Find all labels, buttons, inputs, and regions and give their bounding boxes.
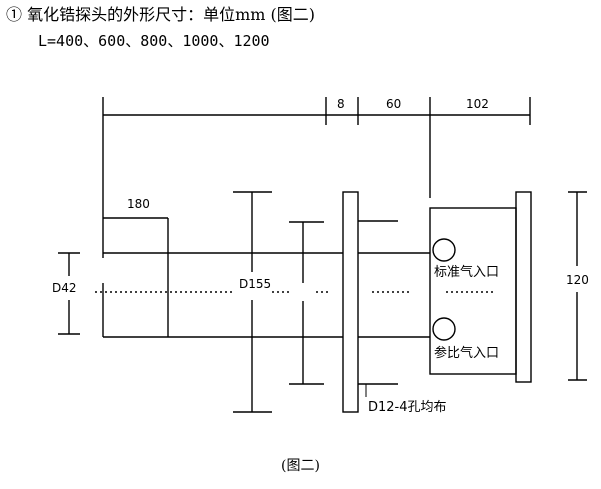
d42-label: D42 — [52, 281, 77, 295]
junction-box-cover — [515, 191, 532, 383]
flange-plate — [342, 191, 359, 413]
figure-caption: (图二) — [281, 458, 320, 474]
reference-gas-label: 标准气入口 — [434, 264, 499, 280]
d155-label: D155 — [239, 277, 271, 291]
reference-gas-port — [432, 238, 456, 262]
length-options: L=400、600、800、1000、1200 — [38, 32, 270, 50]
figure-heading: ① 氧化锆探头的外形尺寸：单位mm (图二) — [6, 5, 316, 24]
dim-102-label: 102 — [466, 97, 489, 111]
sample-gas-port — [432, 317, 456, 341]
dim-180-label: 180 — [127, 197, 150, 211]
holes-label: D12-4孔均布 — [368, 400, 447, 415]
dim-60-label: 60 — [386, 97, 401, 111]
dim-8-label: 8 — [337, 97, 345, 111]
d120-label: 120 — [566, 273, 589, 287]
sample-gas-label: 参比气入口 — [434, 345, 499, 361]
